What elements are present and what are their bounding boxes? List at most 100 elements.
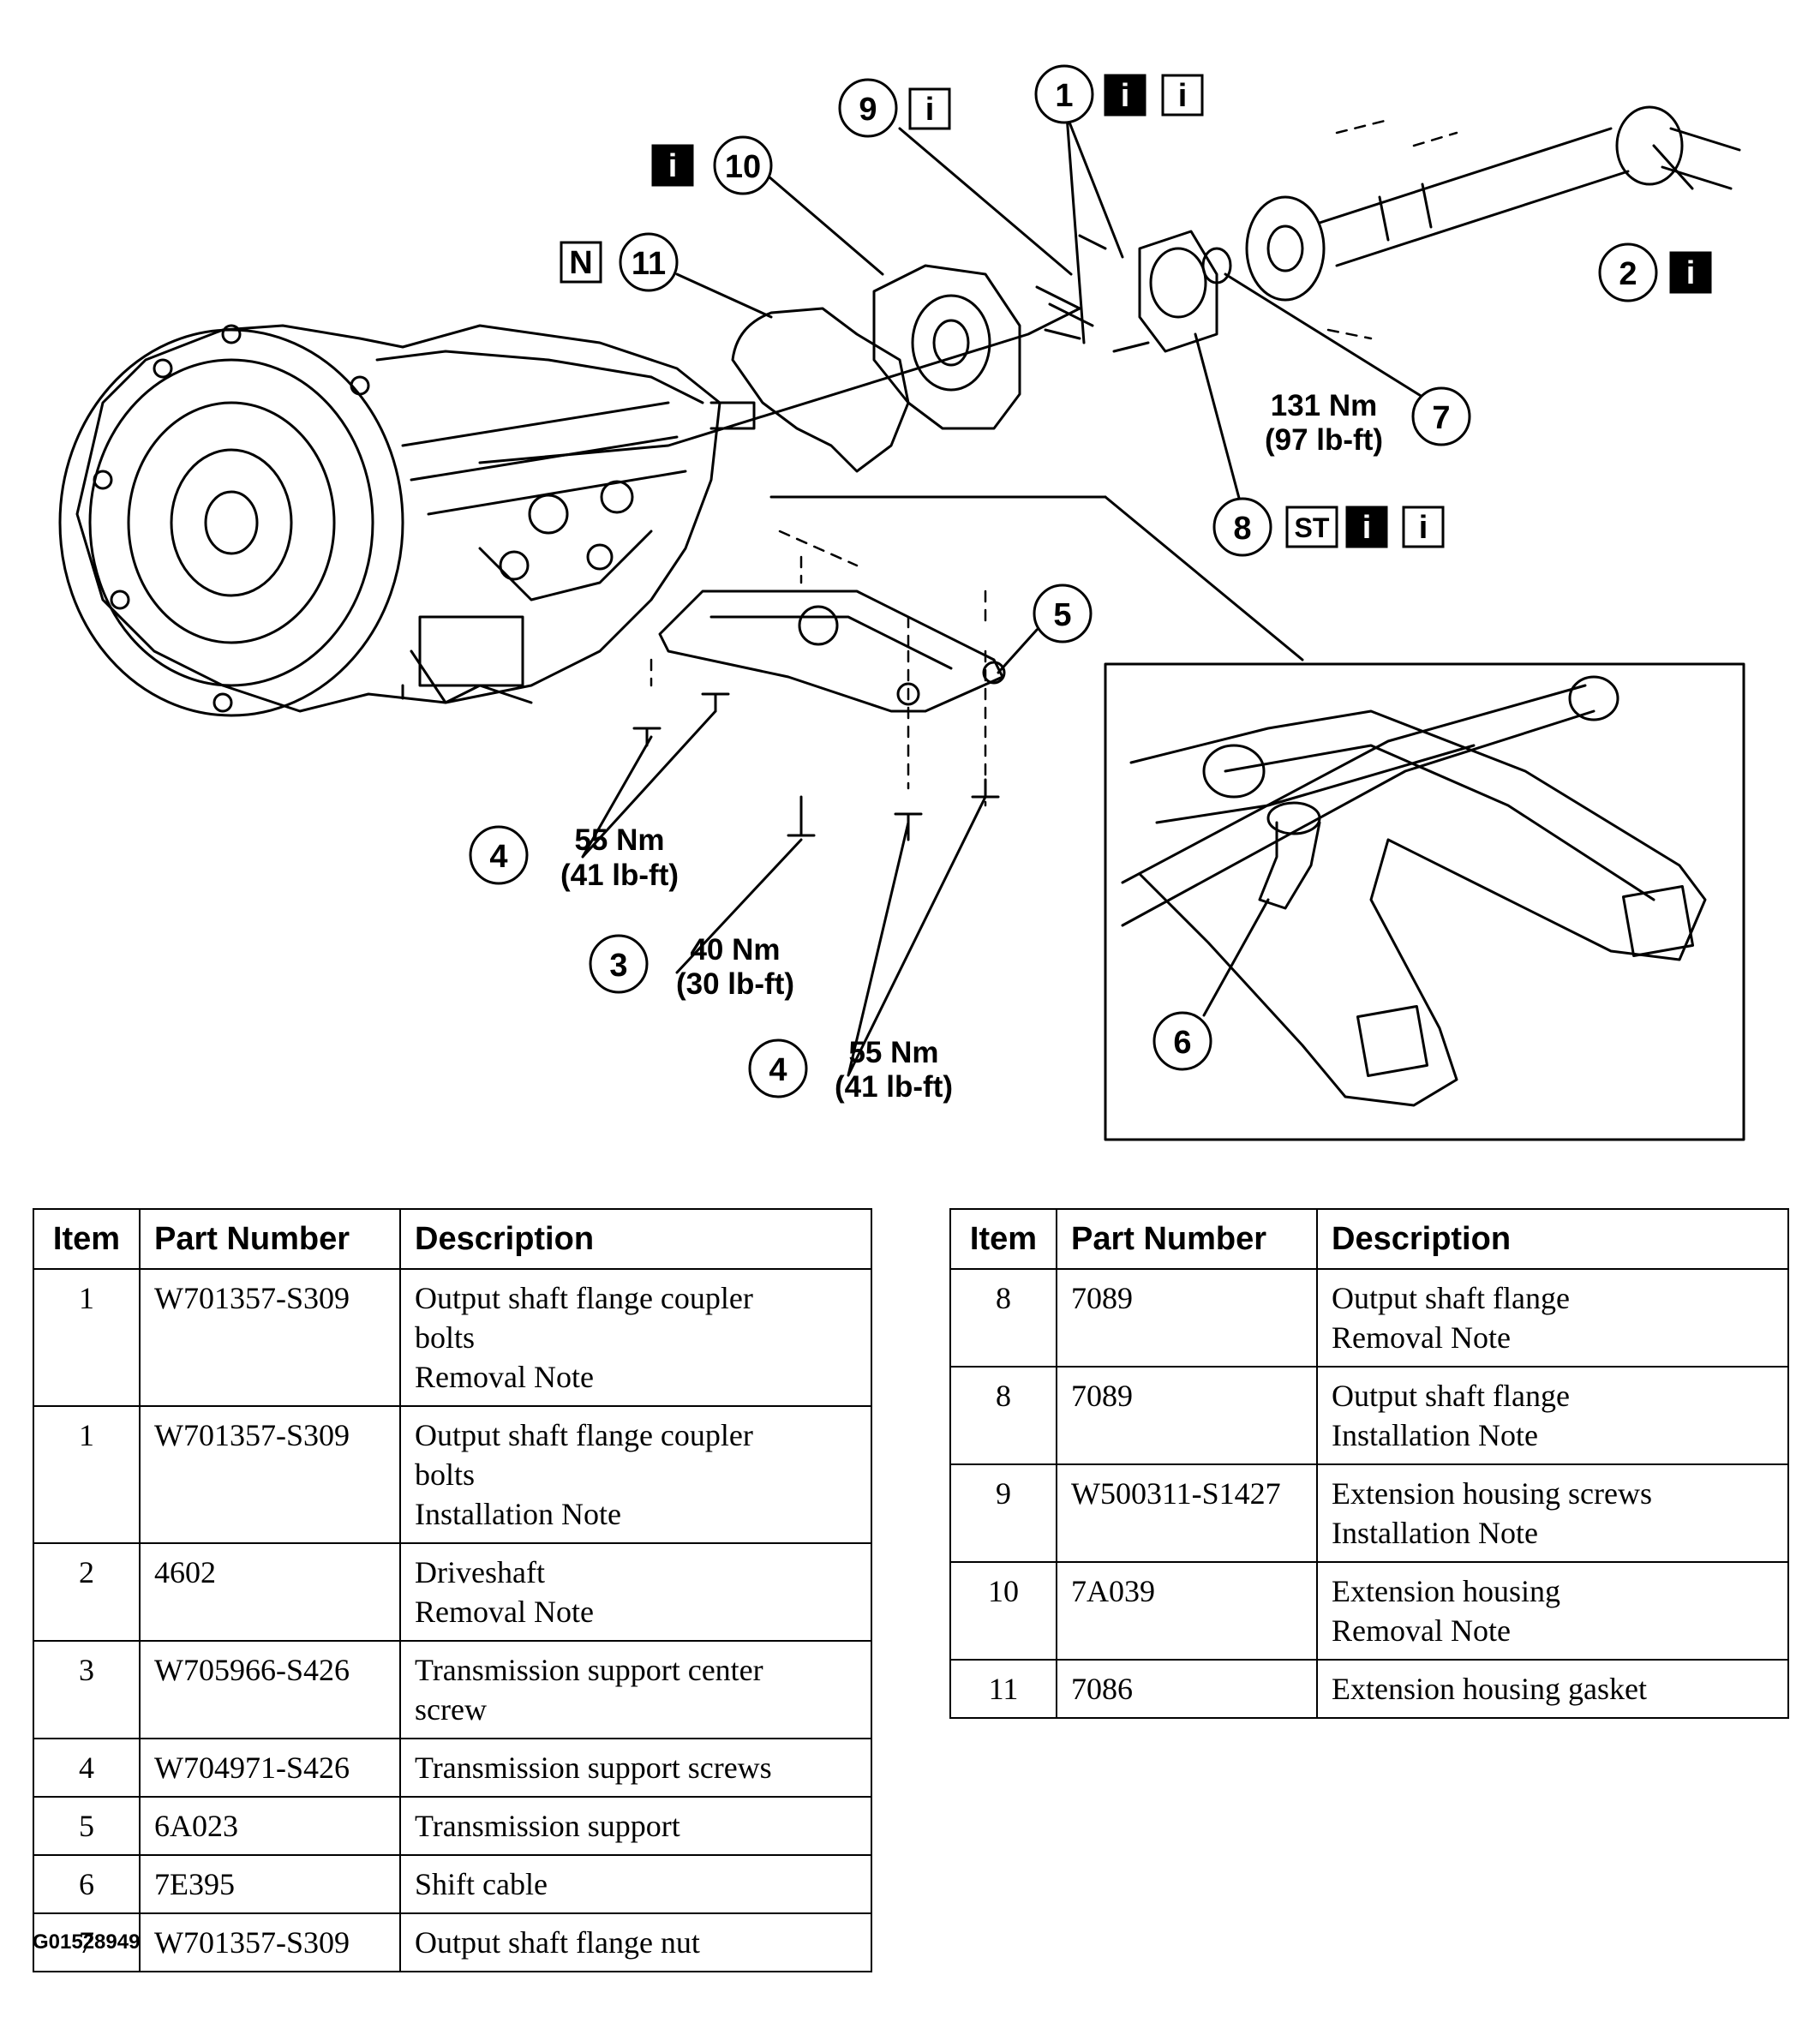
info-filled-icon-letter: i [668,148,678,184]
exploded-view-diagram: 1 2 3 4 4 5 6 7 8 9 10 11 i i i i N i [58,64,1745,1141]
info-outline-icon-letter: i [1419,510,1428,546]
callout-3: 3 [609,948,627,984]
callout-9-circle [838,78,898,138]
table-header-row: Item Part Number Description [33,1208,872,1270]
description-line: Removal Note [1332,1613,1511,1648]
part-number: 6A023 [139,1796,401,1856]
callout-11: 11 [632,246,666,282]
part-number: 7A039 [1056,1561,1318,1661]
torque-7-lbft: (97 lb-ft) [1265,423,1383,457]
output-shaft-flange-nut [1201,247,1232,284]
item-number: 4 [33,1738,141,1798]
torque-3-lbft: (30 lb-ft) [676,967,794,1001]
driveshaft [1245,105,1741,302]
info-filled-icon-letter: i [1686,255,1696,291]
description-line: Output shaft flange coupler [415,1281,753,1315]
description: Shift cable [399,1854,872,1914]
callout-2: 2 [1619,256,1637,292]
description-line: Removal Note [1332,1320,1511,1355]
description: Transmission support screws [399,1738,872,1798]
item-number: 5 [33,1796,141,1856]
part-number: W701357-S309 [139,1912,401,1972]
part-number: 7086 [1056,1659,1318,1719]
callout-7-circle [1411,386,1471,446]
output-shaft-flange [1138,230,1218,353]
callout-6: 6 [1173,1025,1191,1061]
item-number: 10 [949,1561,1057,1661]
description-line: Output shaft flange coupler [415,1418,753,1452]
item-number: 8 [949,1268,1057,1368]
description: Output shaft flange nut [399,1912,872,1972]
info-filled-icon [651,144,694,187]
special-tool-icon-letter: ST [1295,512,1330,543]
callout-6-circle [1152,1011,1212,1071]
description-line: Extension housing screws [1332,1476,1652,1511]
description-line: Installation Note [1332,1418,1538,1452]
description-line: Extension housing gasket [1332,1672,1647,1706]
description-line: Output shaft flange nut [415,1925,700,1960]
callout-5: 5 [1053,597,1071,633]
torque-7-nm: 131 Nm [1271,389,1378,422]
part-number: W704971-S426 [139,1738,401,1798]
part-number: 7089 [1056,1366,1318,1465]
item-number: 1 [33,1405,141,1544]
callout-7: 7 [1432,400,1450,436]
new-part-icon-letter: N [569,245,592,281]
torque-4b-lbft: (41 lb-ft) [835,1070,953,1104]
item-number: 11 [949,1659,1057,1719]
description-line: Transmission support screws [415,1751,772,1785]
item-number: 8 [949,1366,1057,1465]
description-line: Output shaft flange [1332,1281,1570,1315]
figure-id: G01528949 [33,1930,141,1954]
transmission-support [658,590,1006,713]
callout-1-circle [1034,64,1094,124]
description-line: Removal Note [415,1595,594,1629]
header-item: Item [949,1208,1057,1270]
callout-4a: 4 [489,839,507,875]
info-outline-icon [1161,74,1204,117]
callout-3-circle [589,934,649,994]
description-line: Removal Note [415,1360,594,1394]
shift-cable-detail-inset [1104,662,1745,1141]
extension-housing-gasket [731,307,910,473]
header-item: Item [33,1208,141,1270]
table-header-row: Item Part Number Description [949,1208,1789,1270]
header-description: Description [399,1208,872,1270]
part-number: W705966-S426 [139,1640,401,1739]
item-number: 7 [33,1912,141,1972]
description-line: Output shaft flange [1332,1379,1570,1413]
inset-crossmember [1129,709,1707,1107]
new-part-icon [560,241,602,284]
special-tool-icon [1285,506,1338,548]
callout-9: 9 [859,92,877,128]
info-outline-icon [1402,506,1445,548]
description: Transmission support [399,1796,872,1856]
info-filled-icon [1345,506,1388,548]
part-number: W500311-S1427 [1056,1463,1318,1563]
info-filled-icon [1669,251,1712,294]
item-number: 9 [949,1463,1057,1563]
part-number: W701357-S309 [139,1268,401,1407]
torque-3-nm: 40 Nm [690,933,780,967]
callout-11-circle [619,232,679,292]
description-line: Shift cable [415,1867,548,1901]
header-description: Description [1316,1208,1789,1270]
description-line: Transmission support [415,1809,680,1843]
callout-8: 8 [1233,511,1251,547]
description-line: Installation Note [415,1497,621,1531]
item-number: 3 [33,1640,141,1739]
description: Extension housing gasket [1316,1659,1789,1719]
description-line: Transmission support center [415,1653,763,1687]
item-number: 2 [33,1542,141,1642]
